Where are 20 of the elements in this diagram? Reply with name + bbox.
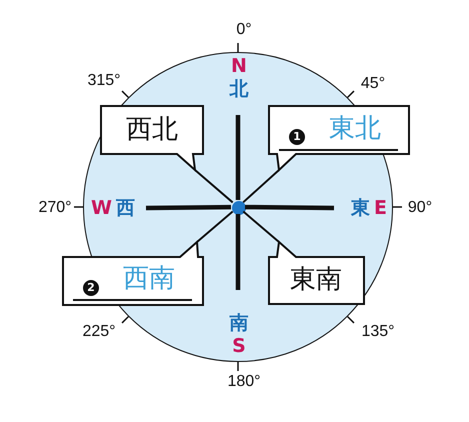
- degree-label: 270°: [38, 199, 72, 217]
- degree-label: 135°: [361, 323, 395, 341]
- direction-label: 東北: [329, 114, 381, 144]
- degree-label: 180°: [227, 373, 261, 391]
- direction-label: 東: [351, 199, 370, 219]
- compass-letter: N: [231, 57, 247, 77]
- compass-letter: W: [91, 199, 112, 219]
- direction-label: 北: [230, 80, 248, 100]
- direction-label: 西: [116, 199, 135, 219]
- direction-label: 西南: [123, 264, 175, 294]
- degree-label: 315°: [87, 72, 121, 90]
- direction-label: 南: [230, 314, 248, 334]
- compass-letter: S: [232, 337, 246, 357]
- degree-label: 225°: [82, 323, 116, 341]
- degree-label: 90°: [408, 199, 432, 217]
- degree-label: 45°: [360, 75, 386, 93]
- direction-label: 東南: [290, 266, 342, 294]
- compass-letter: E: [374, 199, 387, 219]
- direction-label: 西北: [126, 116, 178, 144]
- degree-label: 0°: [236, 21, 252, 39]
